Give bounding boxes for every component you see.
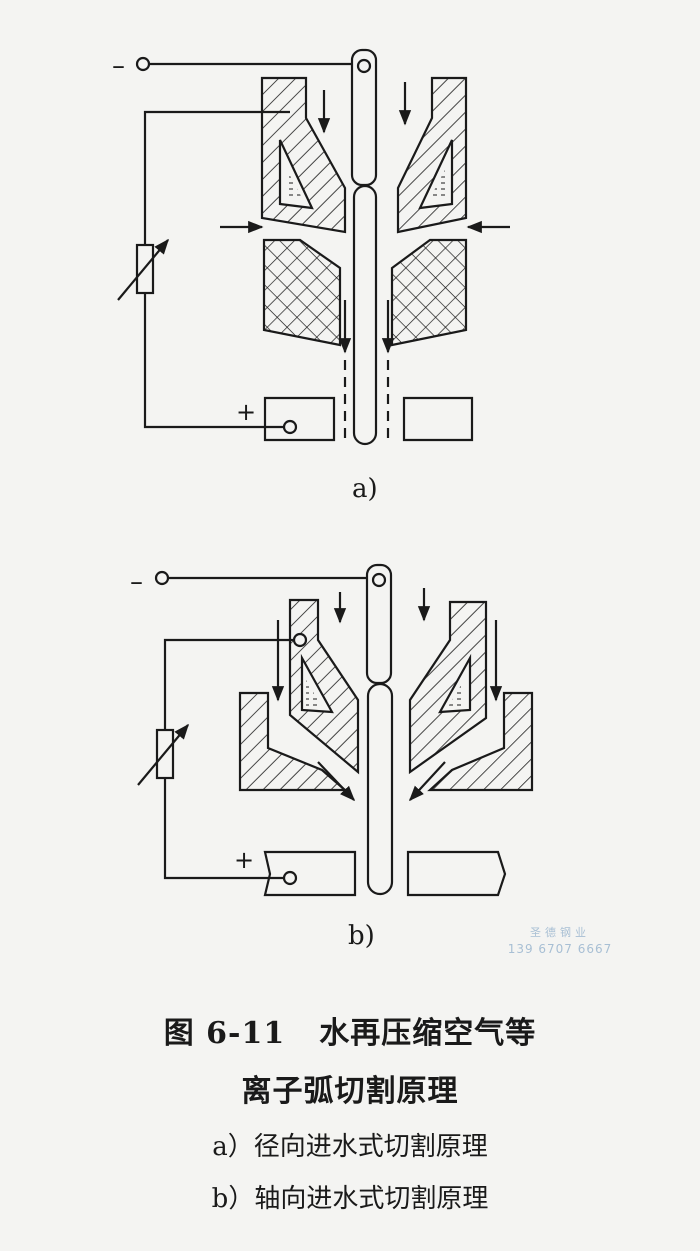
diagram-b-label: b)	[348, 921, 375, 951]
figure-title-line1: 水再压缩空气等	[319, 1016, 537, 1051]
circuit-wire-a	[143, 292, 284, 429]
diagram-a-radial-water-injection: – + a)	[112, 48, 510, 504]
workpiece-right-b	[406, 850, 507, 897]
nozzle-body-left-a	[260, 76, 347, 234]
watermark-phone: 139 6707 6667	[507, 942, 613, 956]
electrode-b-contact	[371, 572, 387, 588]
negative-sign-b: –	[130, 567, 143, 597]
positive-terminal-b	[282, 870, 298, 886]
electrode-b-lower	[366, 682, 394, 896]
electrode-a-contact	[356, 58, 372, 74]
workpiece-left-a	[263, 396, 336, 442]
resistor-adjust-arrow-a	[117, 238, 169, 301]
nozzle-body-left-b	[288, 598, 360, 775]
positive-sign-a: +	[236, 398, 256, 426]
negative-sign-a: –	[112, 51, 125, 81]
caption-item-a: a）径向进水式切割原理	[212, 1132, 488, 1162]
nozzle-body-right-a	[396, 76, 468, 234]
diagram-b-axial-water-injection: – + b)	[130, 563, 534, 951]
figure-title-line2: 离子弧切割原理	[241, 1074, 459, 1109]
figure-number: 图 6-11	[163, 1016, 286, 1051]
jet-arrow-right-b	[408, 761, 446, 802]
lower-nozzle-left-a	[262, 238, 342, 347]
resistor-adjust-arrow-b	[137, 723, 189, 786]
workpiece-right-a	[402, 396, 474, 442]
jet-arrow-left-b	[317, 761, 356, 802]
figure-title: 图 6-11 水再压缩空气等	[0, 1008, 700, 1052]
electrode-a-lower	[352, 184, 378, 446]
workpiece-left-b	[263, 850, 357, 897]
positive-sign-b: +	[234, 846, 254, 874]
lower-nozzle-right-a	[390, 238, 468, 347]
outer-nozzle-right-b	[427, 691, 534, 792]
circuit-wire-a	[143, 110, 290, 268]
positive-terminal-a	[282, 419, 298, 435]
outer-nozzle-left-b	[238, 691, 348, 792]
circuit-wire-b	[163, 638, 298, 730]
circuit-wire-b	[163, 778, 284, 880]
watermark-name: 圣德钢业	[530, 926, 590, 939]
diagram-a-label: a)	[352, 474, 378, 504]
caption-item-b: b）轴向进水式切割原理	[211, 1184, 489, 1214]
negative-terminal-b	[154, 570, 170, 586]
nozzle-contact-b	[292, 632, 308, 648]
negative-terminal-a	[135, 56, 151, 72]
nozzle-body-right-b	[408, 600, 488, 775]
